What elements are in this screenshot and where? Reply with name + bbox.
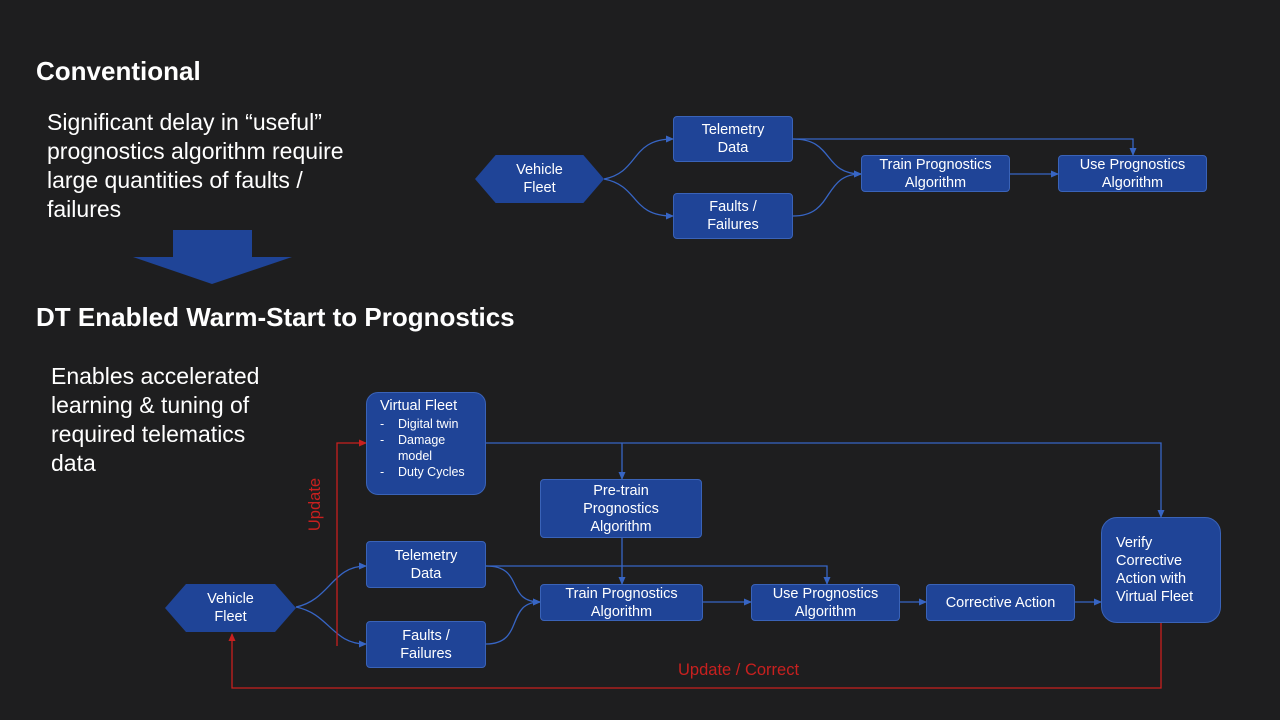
conv-connector-telemetry-use [793,138,1137,156]
dt-connector-faults-train [485,598,541,645]
dt-vehicle-fleet-node: Vehicle Fleet [165,584,296,632]
dt-update-correct-feedback-line [228,623,1162,689]
conv-use-prognostics-node: Use Prognostics Algorithm [1058,155,1207,192]
conventional-heading: Conventional [36,56,201,86]
dt-connector-telemetry-use [486,565,831,585]
conv-train-prognostics-node: Train Prognostics Algorithm [861,155,1010,192]
dt-connector-virtualfleet-verify [486,442,1165,518]
dt-corrective-action-node: Corrective Action [926,584,1075,621]
conv-connector-telemetry-train [792,138,862,178]
virtual-fleet-item: - Digital twin [380,417,459,431]
dt-pretrain-prognostics-node: Pre-train Prognostics Algorithm [540,479,702,538]
virtual-fleet-item: - Duty Cycles [380,465,465,479]
conventional-description: Significant delay in “useful” prognostic… [47,109,344,222]
dt-faults-failures-node: Faults / Failures [366,621,486,668]
conv-connector-fleet-telemetry [603,135,674,180]
update-label: Update [306,477,325,532]
conv-telemetry-data-node: Telemetry Data [673,116,793,162]
virtual-fleet-item: - Damage model [380,433,446,463]
dt-enabled-heading: DT Enabled Warm-Start to Prognostics [36,302,515,332]
dt-use-prognostics-node: Use Prognostics Algorithm [751,584,900,621]
dt-verify-corrective-node: Verify Corrective Action with Virtual Fl… [1101,517,1221,623]
conv-vehicle-fleet-node: Vehicle Fleet [475,155,604,203]
dt-enabled-description: Enables accelerated learning & tuning of… [51,363,260,476]
virtual-fleet-title: Virtual Fleet [380,398,458,414]
dt-connector-fleet-telemetry [295,562,367,608]
conv-connector-fleet-faults [603,178,674,220]
transition-down-arrow [133,230,292,284]
conv-faults-failures-node: Faults / Failures [673,193,793,239]
dt-train-prognostics-node: Train Prognostics Algorithm [540,584,703,621]
dt-update-feedback-line [336,439,367,646]
dt-connector-telemetry-train [485,565,541,606]
conv-connector-faults-train [792,170,862,217]
dt-connector-fleet-faults [295,606,367,648]
update-correct-label: Update / Correct [678,661,800,679]
dt-telemetry-data-node: Telemetry Data [366,541,486,588]
virtual-fleet-list: - Digital twin - Damage model - Duty Cyc… [380,416,477,480]
dt-virtual-fleet-node: Virtual Fleet - Digital twin - Damage mo… [366,392,486,495]
